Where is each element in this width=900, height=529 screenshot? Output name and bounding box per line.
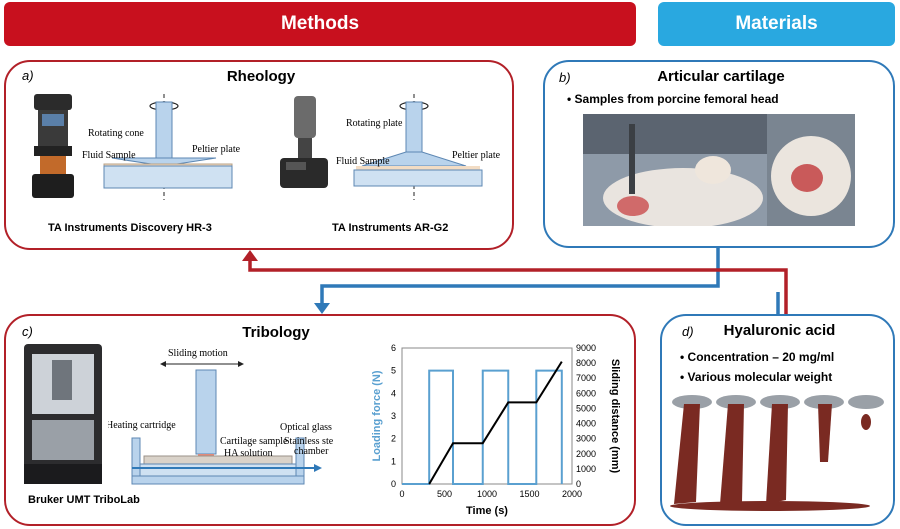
y-tick-label: 2 [391, 434, 396, 444]
label-cartilage-sample: Cartilage sample [220, 436, 288, 447]
y2-tick-label: 2000 [576, 449, 596, 459]
label-chamber: chamber [294, 446, 329, 457]
tribometer-caption: Bruker UMT TriboLab [28, 494, 140, 506]
plot-frame [401, 347, 573, 485]
x-tick-label: 1500 [519, 489, 539, 499]
rheometer-hr3-image [32, 94, 74, 198]
label-fluid-sample-1: Fluid Sample [82, 150, 136, 161]
instrument-hr3-caption: TA Instruments Discovery HR-3 [48, 222, 212, 234]
y-tick-label: 3 [391, 411, 396, 421]
y2-tick-label: 4000 [576, 419, 596, 429]
ha-pouring-image [670, 395, 884, 511]
parallel-plate-diagram: Rotating plate Fluid Sample Peltier plat… [336, 94, 501, 200]
ha-bullet-1-text: Concentration – 20 mg/ml [687, 350, 835, 364]
series-line-left [402, 369, 563, 485]
y-tick-label: 6 [391, 343, 396, 353]
methods-header: Methods [4, 2, 636, 46]
cone-plate-diagram: Rotating cone Fluid Sample Peltier plate [82, 94, 241, 200]
cartilage-title: Articular cartilage [657, 68, 785, 85]
y-tick-label: 0 [391, 479, 396, 489]
x-tick-label: 0 [399, 489, 404, 499]
label-peltier-plate-1: Peltier plate [192, 144, 241, 155]
x-tick-label: 2000 [562, 489, 582, 499]
label-fluid-sample-2: Fluid Sample [336, 156, 390, 167]
series-line-right [428, 361, 563, 485]
y2-tick-label: 3000 [576, 434, 596, 444]
x-tick-label: 500 [437, 489, 452, 499]
materials-header: Materials [658, 2, 895, 46]
label-heating-cartridge: Heating cartridge [108, 420, 176, 431]
y2-tick-label: 7000 [576, 373, 596, 383]
y2-axis-label: Sliding distance (mm) [609, 359, 621, 474]
label-stainless-steel: Stainless steel [284, 436, 333, 447]
rheology-panel: a) Rheology Rotating cone Fluid Sample P… [4, 60, 514, 250]
tribology-diagram: Sliding motion Heating cartridge Cartila… [108, 348, 333, 485]
tribology-title: Tribology [242, 324, 310, 341]
y2-tick-label: 0 [576, 479, 581, 489]
y2-tick-label: 9000 [576, 343, 596, 353]
loading-chart: 0123456010002000300040005000600070008000… [371, 343, 621, 517]
label-rotating-plate: Rotating plate [346, 118, 403, 129]
x-axis-label: Time (s) [466, 505, 508, 517]
cartilage-bullet-text: Samples from porcine femoral head [574, 92, 779, 106]
panel-tag-d: d) [682, 324, 694, 339]
label-sliding-motion: Sliding motion [168, 348, 228, 359]
label-rotating-cone: Rotating cone [88, 128, 144, 139]
hyaluronic-title: Hyaluronic acid [723, 322, 836, 339]
y-tick-label: 5 [391, 366, 396, 376]
y-tick-label: 4 [391, 388, 396, 398]
rheology-title: Rheology [226, 68, 296, 85]
y-axis-label: Loading force (N) [371, 370, 383, 461]
y2-tick-label: 1000 [576, 464, 596, 474]
panel-tag-b: b) [559, 70, 571, 85]
x-tick-label: 1000 [477, 489, 497, 499]
tribology-panel: c) Tribology Bruker UMT TriboLab Sliding… [4, 314, 636, 526]
cartilage-panel: b) Articular cartilage • Samples from po… [543, 60, 895, 248]
hyaluronic-panel: d) Hyaluronic acid • Concentration – 20 … [660, 314, 895, 526]
y2-tick-label: 5000 [576, 403, 596, 413]
ha-bullet-2-text: Various molecular weight [687, 370, 833, 384]
label-peltier-plate-2: Peltier plate [452, 150, 501, 161]
y2-tick-label: 6000 [576, 388, 596, 398]
panel-tag-c: c) [22, 324, 33, 339]
ha-bullet-2: • Various molecular weight [680, 370, 833, 384]
y2-tick-label: 8000 [576, 358, 596, 368]
cartilage-photo [583, 114, 855, 226]
panel-tag-a: a) [22, 68, 34, 83]
label-optical-glass: Optical glass [280, 422, 332, 433]
label-ha-solution: HA solution [224, 448, 273, 459]
instrument-arg2-caption: TA Instruments AR-G2 [332, 222, 449, 234]
cartilage-bullet: • Samples from porcine femoral head [567, 92, 779, 106]
rheometer-arg2-image [280, 96, 328, 188]
y-tick-label: 1 [391, 456, 396, 466]
ha-bullet-1: • Concentration – 20 mg/ml [680, 350, 835, 364]
tribometer-image [24, 344, 102, 484]
